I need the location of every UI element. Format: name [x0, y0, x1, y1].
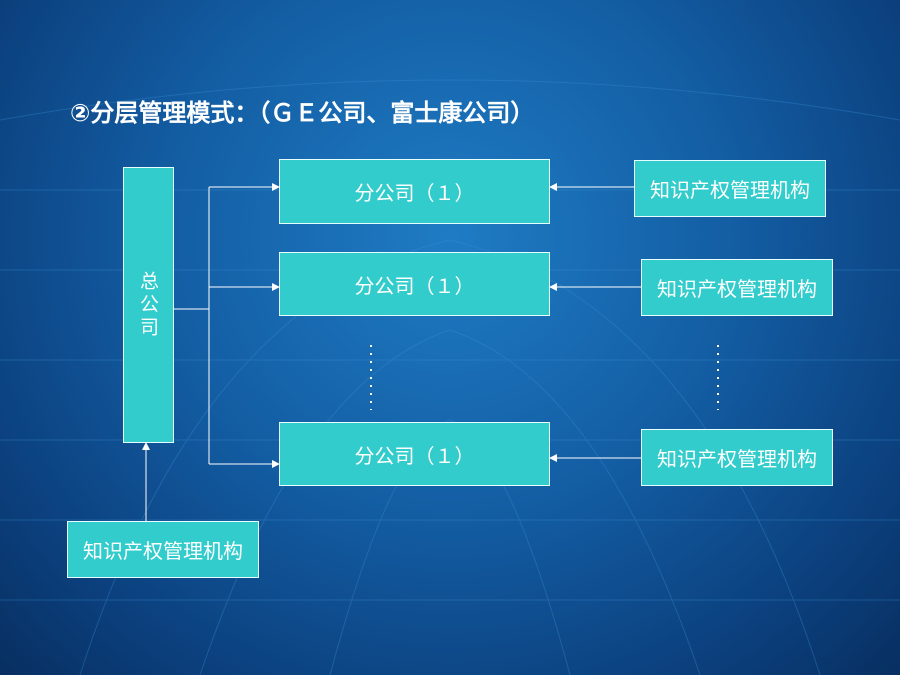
ip-office-box-2: 知识产权管理机构: [641, 259, 833, 316]
branch-box-2: 分公司（１）: [279, 252, 550, 316]
branch-label: 分公司（１）: [354, 273, 475, 298]
ip-office-label: 知识产权管理机构: [650, 178, 810, 202]
hq-ip-office-box: 知识产权管理机构: [67, 521, 259, 578]
ip-office-label: 知识产权管理机构: [657, 277, 817, 301]
branch-box-1: 分公司（１）: [279, 159, 550, 224]
ip-office-box-1: 知识产权管理机构: [634, 160, 826, 217]
hq-ip-office-label: 知识产权管理机构: [83, 539, 243, 563]
headquarters-box: 总公司: [123, 167, 174, 443]
ip-office-label: 知识产权管理机构: [657, 447, 817, 471]
page-title: ②分层管理模式：（ＧＥ公司、富士康公司）: [70, 99, 535, 127]
ip-office-box-3: 知识产权管理机构: [641, 429, 833, 486]
branch-label: 分公司（１）: [354, 181, 475, 205]
branch-box-3: 分公司（１）: [279, 422, 550, 486]
headquarters-label: 总公司: [137, 270, 159, 340]
branch-label: 分公司（１）: [354, 443, 475, 468]
